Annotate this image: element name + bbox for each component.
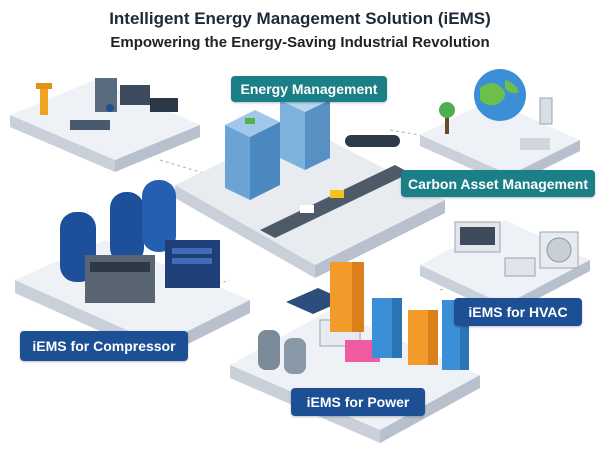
iems-hvac-label: iEMS for HVAC: [454, 298, 582, 326]
carbon-platform: [420, 69, 580, 186]
factory-platform: [10, 78, 200, 172]
page-title: Intelligent Energy Management Solution (…: [109, 9, 491, 28]
iems-power-label: iEMS for Power: [291, 388, 425, 416]
iems-compressor-label: iEMS for Compressor: [20, 331, 188, 361]
energy-management-label: Energy Management: [231, 76, 387, 102]
carbon-asset-management-label: Carbon Asset Management: [401, 170, 595, 197]
compressor-platform: [15, 180, 250, 358]
page-subtitle: Empowering the Energy-Saving Industrial …: [110, 34, 490, 51]
bar-chart-graphic: [330, 262, 469, 370]
city-platform: [175, 90, 445, 278]
